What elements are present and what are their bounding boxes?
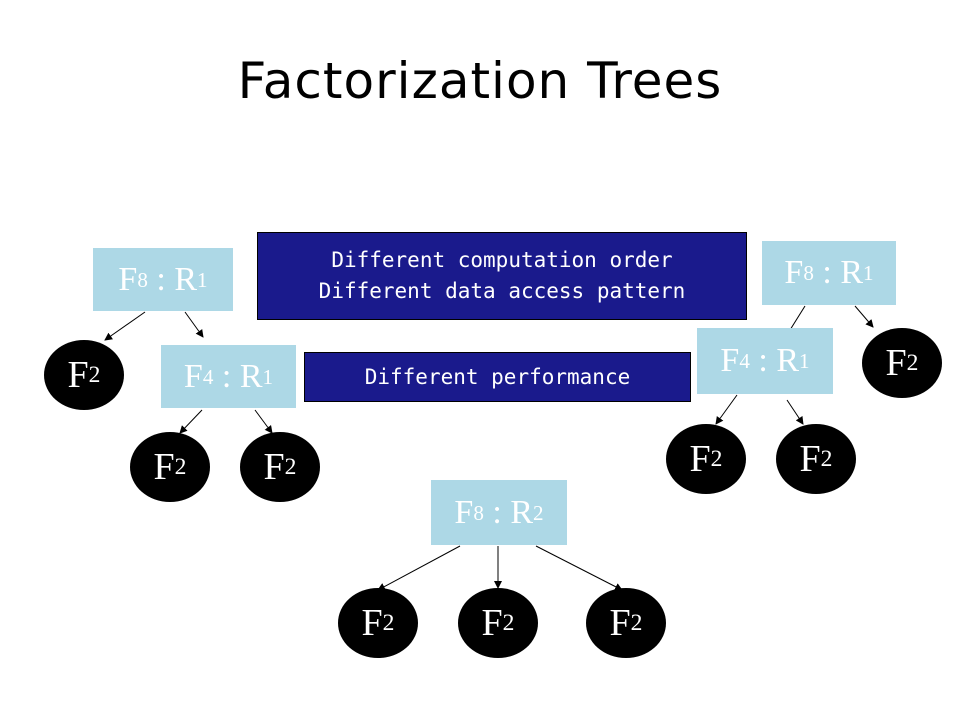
edge-t3-root-leaf-c bbox=[535, 545, 623, 591]
edge-t1-root-leaf bbox=[104, 311, 146, 341]
edge-t1-inner-leaf-c bbox=[254, 409, 273, 434]
edge-t3-root-leaf-a bbox=[377, 545, 461, 591]
edge-t2-inner-leaf-a bbox=[715, 394, 738, 425]
page-title: Factorization Trees bbox=[237, 52, 723, 110]
edge-t1-root-inner bbox=[184, 311, 204, 338]
edge-t2-root-inner bbox=[789, 305, 806, 331]
callout-order-line2: Different data access pattern bbox=[318, 279, 686, 303]
callout-performance: Different performance bbox=[364, 365, 631, 389]
callout-order-line1: Different computation order bbox=[331, 248, 673, 272]
computation-order-callout: Different computation order Different da… bbox=[257, 232, 747, 320]
performance-callout: Different performance bbox=[304, 352, 691, 402]
edge-t2-inner-leaf-b bbox=[786, 399, 804, 425]
edge-t2-root-leaf bbox=[854, 305, 874, 328]
edge-t1-inner-leaf-b bbox=[179, 409, 203, 434]
